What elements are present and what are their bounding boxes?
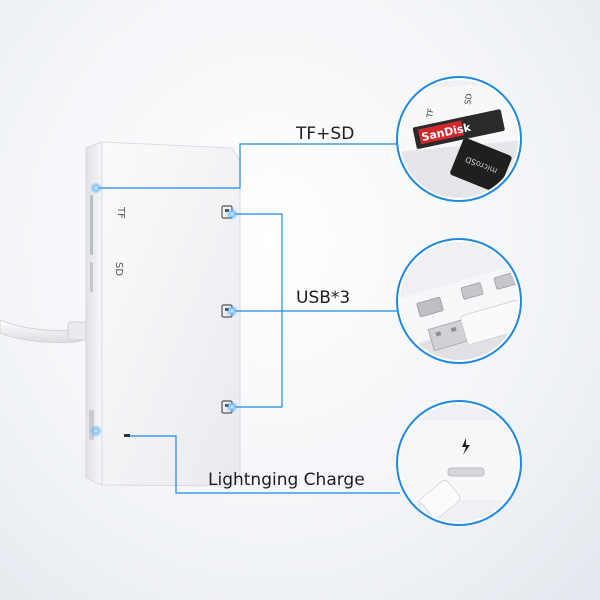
sd-slot xyxy=(90,262,93,292)
hub-tf-label: TF xyxy=(115,206,126,219)
callout-lines xyxy=(96,143,400,494)
zoom-tf-label: TF xyxy=(425,107,436,119)
lightning-cable xyxy=(0,319,95,343)
hub-sd-label: SD xyxy=(113,262,124,276)
microsd-card xyxy=(450,137,512,193)
zoom-card-slots: SanDisk microSD TF SD xyxy=(396,76,522,202)
callout-tf-sd: TF+SD xyxy=(295,124,354,144)
highlight-dots xyxy=(90,182,238,437)
zoom-lightning-port xyxy=(396,400,522,526)
zoom-usb-ports xyxy=(396,238,522,364)
zoom-sd-label: SD xyxy=(463,93,474,106)
usb-plug xyxy=(427,300,518,352)
adapter-hub xyxy=(85,141,241,487)
tf-slot xyxy=(90,195,93,255)
callout-charge: Lightnging Charge xyxy=(208,470,365,490)
callout-usb: USB*3 xyxy=(296,288,350,308)
lightning-bolt-icon xyxy=(462,438,470,455)
